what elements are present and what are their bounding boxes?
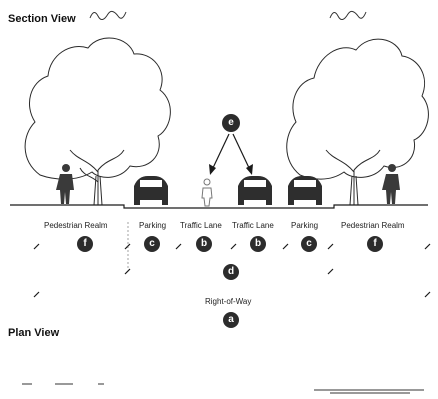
plan-view-strokes <box>22 383 424 394</box>
pedestrian-left <box>56 164 74 204</box>
car-parking-right <box>288 176 322 205</box>
badge-c-right: c <box>301 236 317 252</box>
plan-view-title: Plan View <box>8 327 60 339</box>
right-of-way-label: Right-of-Way <box>205 297 252 306</box>
ground-line <box>10 204 428 209</box>
badge-f-left: f <box>77 236 93 252</box>
badge-d-roadway: d <box>223 264 239 280</box>
badge-c-left: c <box>144 236 160 252</box>
car-traffic-right <box>238 176 272 205</box>
badge-e-trees: e <box>222 114 240 132</box>
zone-label-pedestrian-right: Pedestrian Realm <box>341 221 405 230</box>
zone-label-pedestrian-left: Pedestrian Realm <box>44 221 108 230</box>
pedestrian-center <box>201 178 213 207</box>
top-scribbles <box>89 10 367 20</box>
pedestrian-right <box>382 164 400 204</box>
zone-label-traffic-left: Traffic Lane <box>180 221 222 230</box>
tree-arrows <box>211 133 251 171</box>
section-view-title: Section View <box>8 13 76 25</box>
left-tree <box>24 37 171 206</box>
zone-label-traffic-right: Traffic Lane <box>232 221 274 230</box>
car-parking-left <box>134 176 168 205</box>
badge-a-right-of-way: a <box>223 312 239 328</box>
dimension-ticks <box>33 243 431 298</box>
badge-f-right: f <box>367 236 383 252</box>
badge-b-right: b <box>250 236 266 252</box>
right-tree <box>286 38 429 206</box>
tree-arrow-heads <box>209 164 253 175</box>
zone-label-parking-right: Parking <box>291 221 319 230</box>
zone-label-parking-left: Parking <box>139 221 167 230</box>
badge-b-left: b <box>196 236 212 252</box>
